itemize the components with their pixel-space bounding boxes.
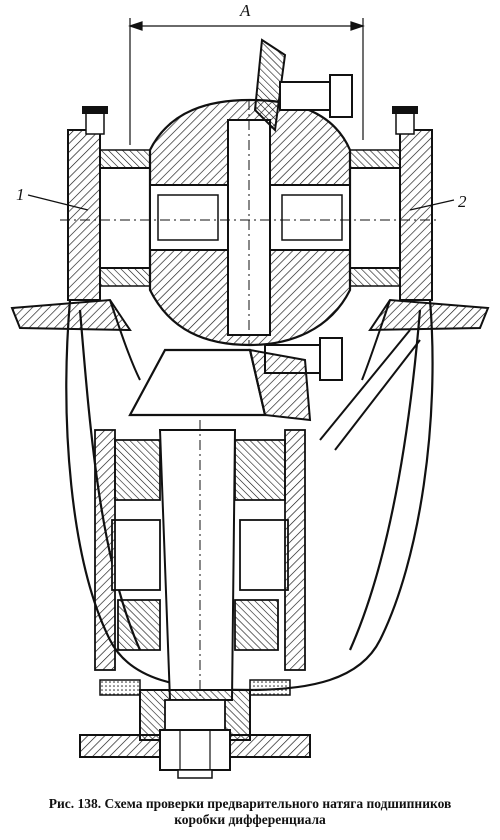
differential-case [60, 98, 440, 347]
differential-cross-section-drawing: A [10, 1, 490, 779]
dimension-a-label: A [239, 1, 251, 20]
caption-line-1: Рис. 138. Схема проверки предварительног… [48, 796, 452, 811]
drive-pinion [128, 348, 312, 422]
dimension-a [128, 18, 365, 145]
pinion-bearings [94, 429, 306, 671]
left-bearing-assembly [67, 106, 151, 301]
callout-1-label: 1 [16, 185, 25, 204]
right-bearing-assembly [349, 106, 433, 301]
callout-leaders [27, 194, 455, 211]
companion-flange [79, 679, 311, 779]
callout-2-label: 2 [458, 192, 467, 211]
figure-caption: Рис. 138. Схема проверки предварительног… [0, 796, 500, 828]
caption-line-2: коробки дифференциала [174, 812, 326, 827]
housing-flange [10, 298, 490, 381]
housing-rib [319, 329, 421, 451]
